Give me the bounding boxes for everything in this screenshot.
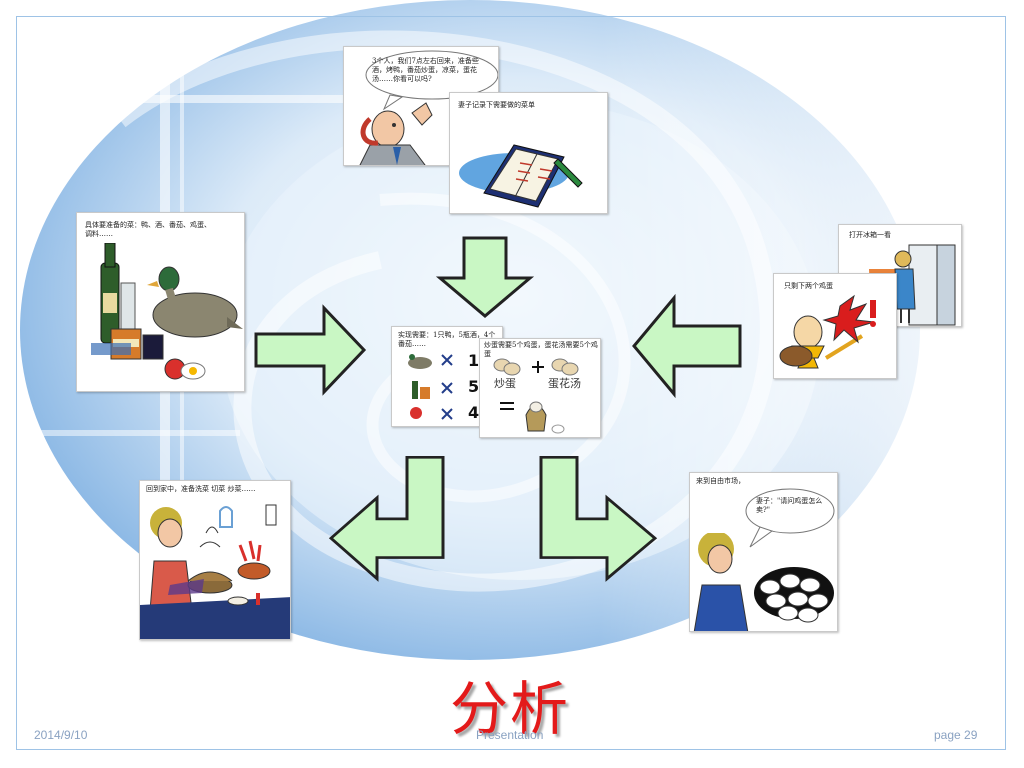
arrow-bottom-left bbox=[328, 455, 445, 582]
panel-home-cooking: 回到家中，准备洗菜 切菜 炒菜…… bbox=[139, 480, 291, 640]
panel-ingredients: 具体要准备的菜：鸭、酒、番茄、鸡蛋、调料…… bbox=[76, 212, 245, 392]
phone-bubble-text: 3个人，我们7点左右回来，准备些酒，烤鸭，番茄炒蛋，凉菜，蛋花汤……你看可以吗? bbox=[372, 57, 479, 83]
woman-with-eggs-icon bbox=[693, 533, 834, 631]
panel-market: 来到自由市场， 妻子："请问鸡蛋怎么卖?" bbox=[689, 472, 838, 632]
qty-1: 1 bbox=[468, 351, 480, 370]
menu-notebook-icon bbox=[459, 144, 583, 208]
slide-frame bbox=[16, 16, 1006, 750]
panel-wife-menu: 妻子记录下需要做的菜单 bbox=[449, 92, 608, 214]
footer-presentation: Presentation bbox=[476, 728, 544, 742]
panel-two-eggs: 只剩下两个鸡蛋 bbox=[773, 273, 897, 379]
center-right-caption: 炒蛋需要5个鸡蛋，蛋花汤需要5个鸡蛋 bbox=[484, 341, 598, 358]
arrow-down-top bbox=[435, 236, 535, 318]
qty-3: 4 bbox=[468, 403, 480, 422]
quantity-icons bbox=[408, 354, 453, 420]
market-caption: 来到自由市场， bbox=[696, 477, 745, 485]
arrow-bottom-right bbox=[539, 455, 658, 582]
arrow-right-left bbox=[254, 304, 367, 396]
market-speech-bubble bbox=[745, 488, 835, 548]
egg-cup-icon bbox=[779, 294, 876, 369]
slide-title: 分析 bbox=[449, 675, 570, 743]
wife-menu-caption: 妻子记录下需要做的菜单 bbox=[458, 101, 535, 109]
home-caption: 回到家中，准备洗菜 切菜 炒菜…… bbox=[146, 485, 256, 493]
speech-bubble-shape bbox=[365, 50, 498, 111]
arrow-left-right bbox=[632, 293, 742, 399]
fridge-caption: 打开冰箱一看 bbox=[849, 231, 891, 239]
center-left-caption: 实现需要：1只鸭，5瓶酒，4个番茄…… bbox=[398, 331, 496, 348]
panel-center-eggs: 炒蛋需要5个鸡蛋，蛋花汤需要5个鸡蛋 炒蛋 蛋花汤 bbox=[479, 338, 601, 438]
dish-label-egg-soup: 蛋花汤 bbox=[548, 377, 581, 390]
ingredients-illustration-icon bbox=[91, 243, 243, 380]
egg-equation-icon bbox=[493, 358, 579, 434]
qty-2: 5 bbox=[468, 377, 480, 396]
ingredients-caption: 具体要准备的菜：鸭、酒、番茄、鸡蛋、调料…… bbox=[85, 221, 211, 238]
market-bubble-text: 妻子："请问鸡蛋怎么卖?" bbox=[756, 497, 823, 514]
dish-label-fried-egg: 炒蛋 bbox=[494, 377, 516, 390]
footer-date: 2014/9/10 bbox=[34, 728, 88, 742]
man-on-phone-icon bbox=[359, 102, 433, 165]
footer-page-number: page 29 bbox=[934, 728, 978, 742]
cooking-illustration-icon bbox=[140, 504, 290, 639]
two-eggs-caption: 只剩下两个鸡蛋 bbox=[784, 282, 833, 290]
